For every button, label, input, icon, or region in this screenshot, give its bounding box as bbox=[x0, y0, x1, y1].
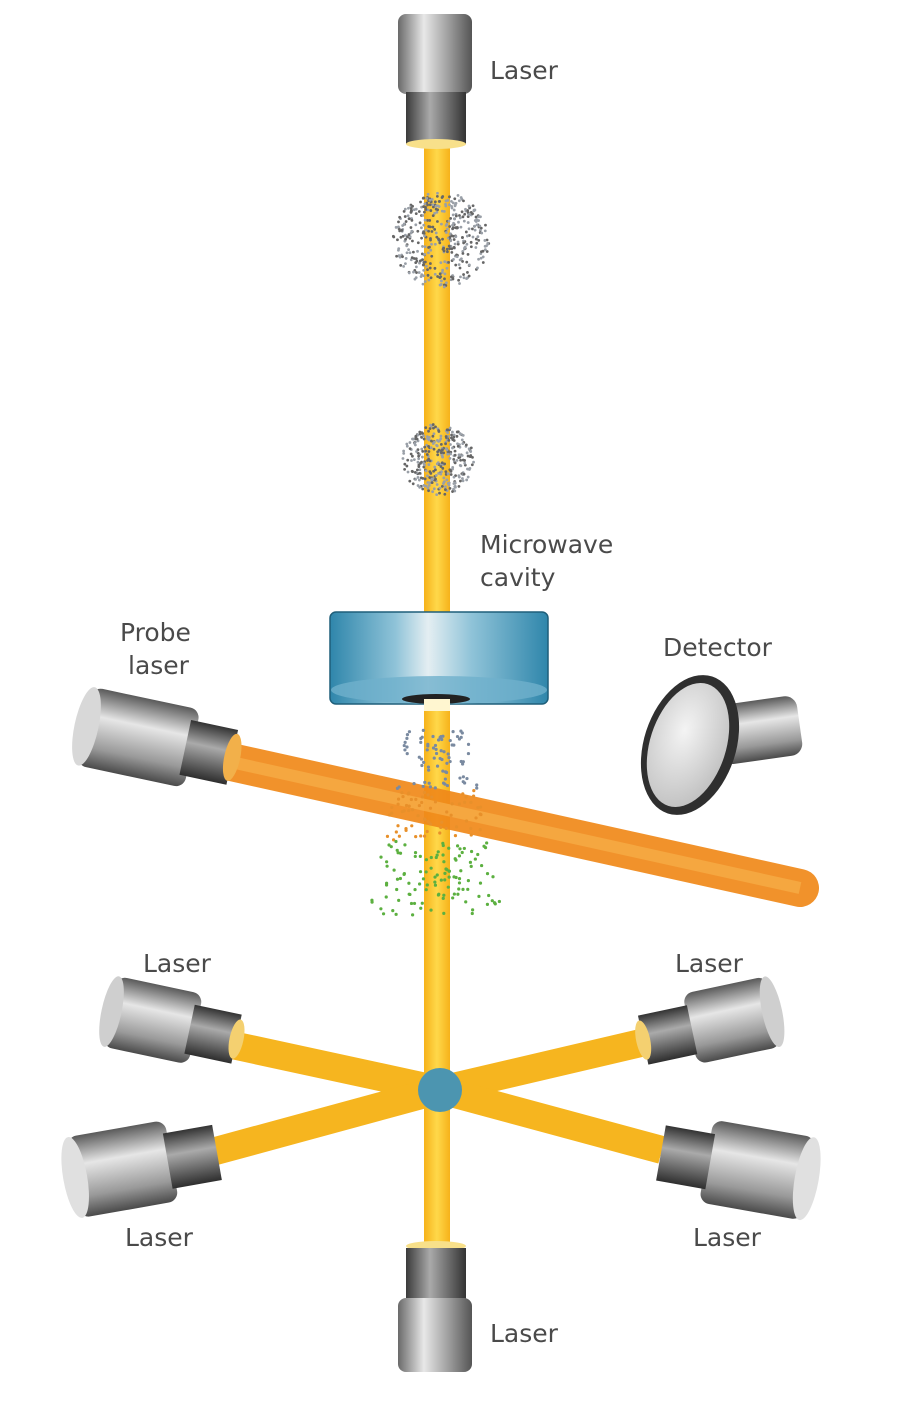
bottom-laser bbox=[398, 1241, 472, 1372]
label-probe: Probe bbox=[120, 618, 191, 647]
microwave-cavity bbox=[329, 611, 549, 711]
upper-left-laser bbox=[99, 976, 245, 1064]
beam-upper-left bbox=[229, 1031, 443, 1104]
label-top-laser: Laser bbox=[490, 56, 559, 85]
atom-cloud-lower bbox=[401, 423, 475, 497]
top-laser bbox=[398, 14, 472, 149]
upper-right-laser bbox=[635, 976, 785, 1065]
lower-right-laser bbox=[656, 1121, 821, 1221]
probe-laser bbox=[72, 687, 242, 787]
beam-upper-right bbox=[436, 1028, 649, 1104]
label-cavity: cavity bbox=[480, 563, 556, 592]
lower-left-laser bbox=[61, 1121, 222, 1218]
label-upper-right-laser: Laser bbox=[675, 949, 744, 978]
beam-lower-left bbox=[208, 1076, 444, 1166]
label-microwave: Microwave bbox=[480, 530, 613, 559]
atom-cloud-probe-region bbox=[370, 728, 501, 917]
label-detector: Detector bbox=[663, 633, 773, 662]
label-probe-laser: laser bbox=[128, 651, 190, 680]
label-lower-right-laser: Laser bbox=[693, 1223, 762, 1252]
beam-lower-right bbox=[436, 1076, 666, 1164]
detector bbox=[640, 675, 803, 815]
atom-clouds bbox=[370, 191, 501, 917]
label-lower-left-laser: Laser bbox=[125, 1223, 194, 1252]
cooling-beams bbox=[208, 1028, 666, 1166]
label-bottom-laser: Laser bbox=[490, 1319, 559, 1348]
trapped-atom-cloud bbox=[418, 1068, 462, 1112]
label-upper-left-laser: Laser bbox=[143, 949, 212, 978]
atom-cloud-upper bbox=[391, 191, 491, 289]
